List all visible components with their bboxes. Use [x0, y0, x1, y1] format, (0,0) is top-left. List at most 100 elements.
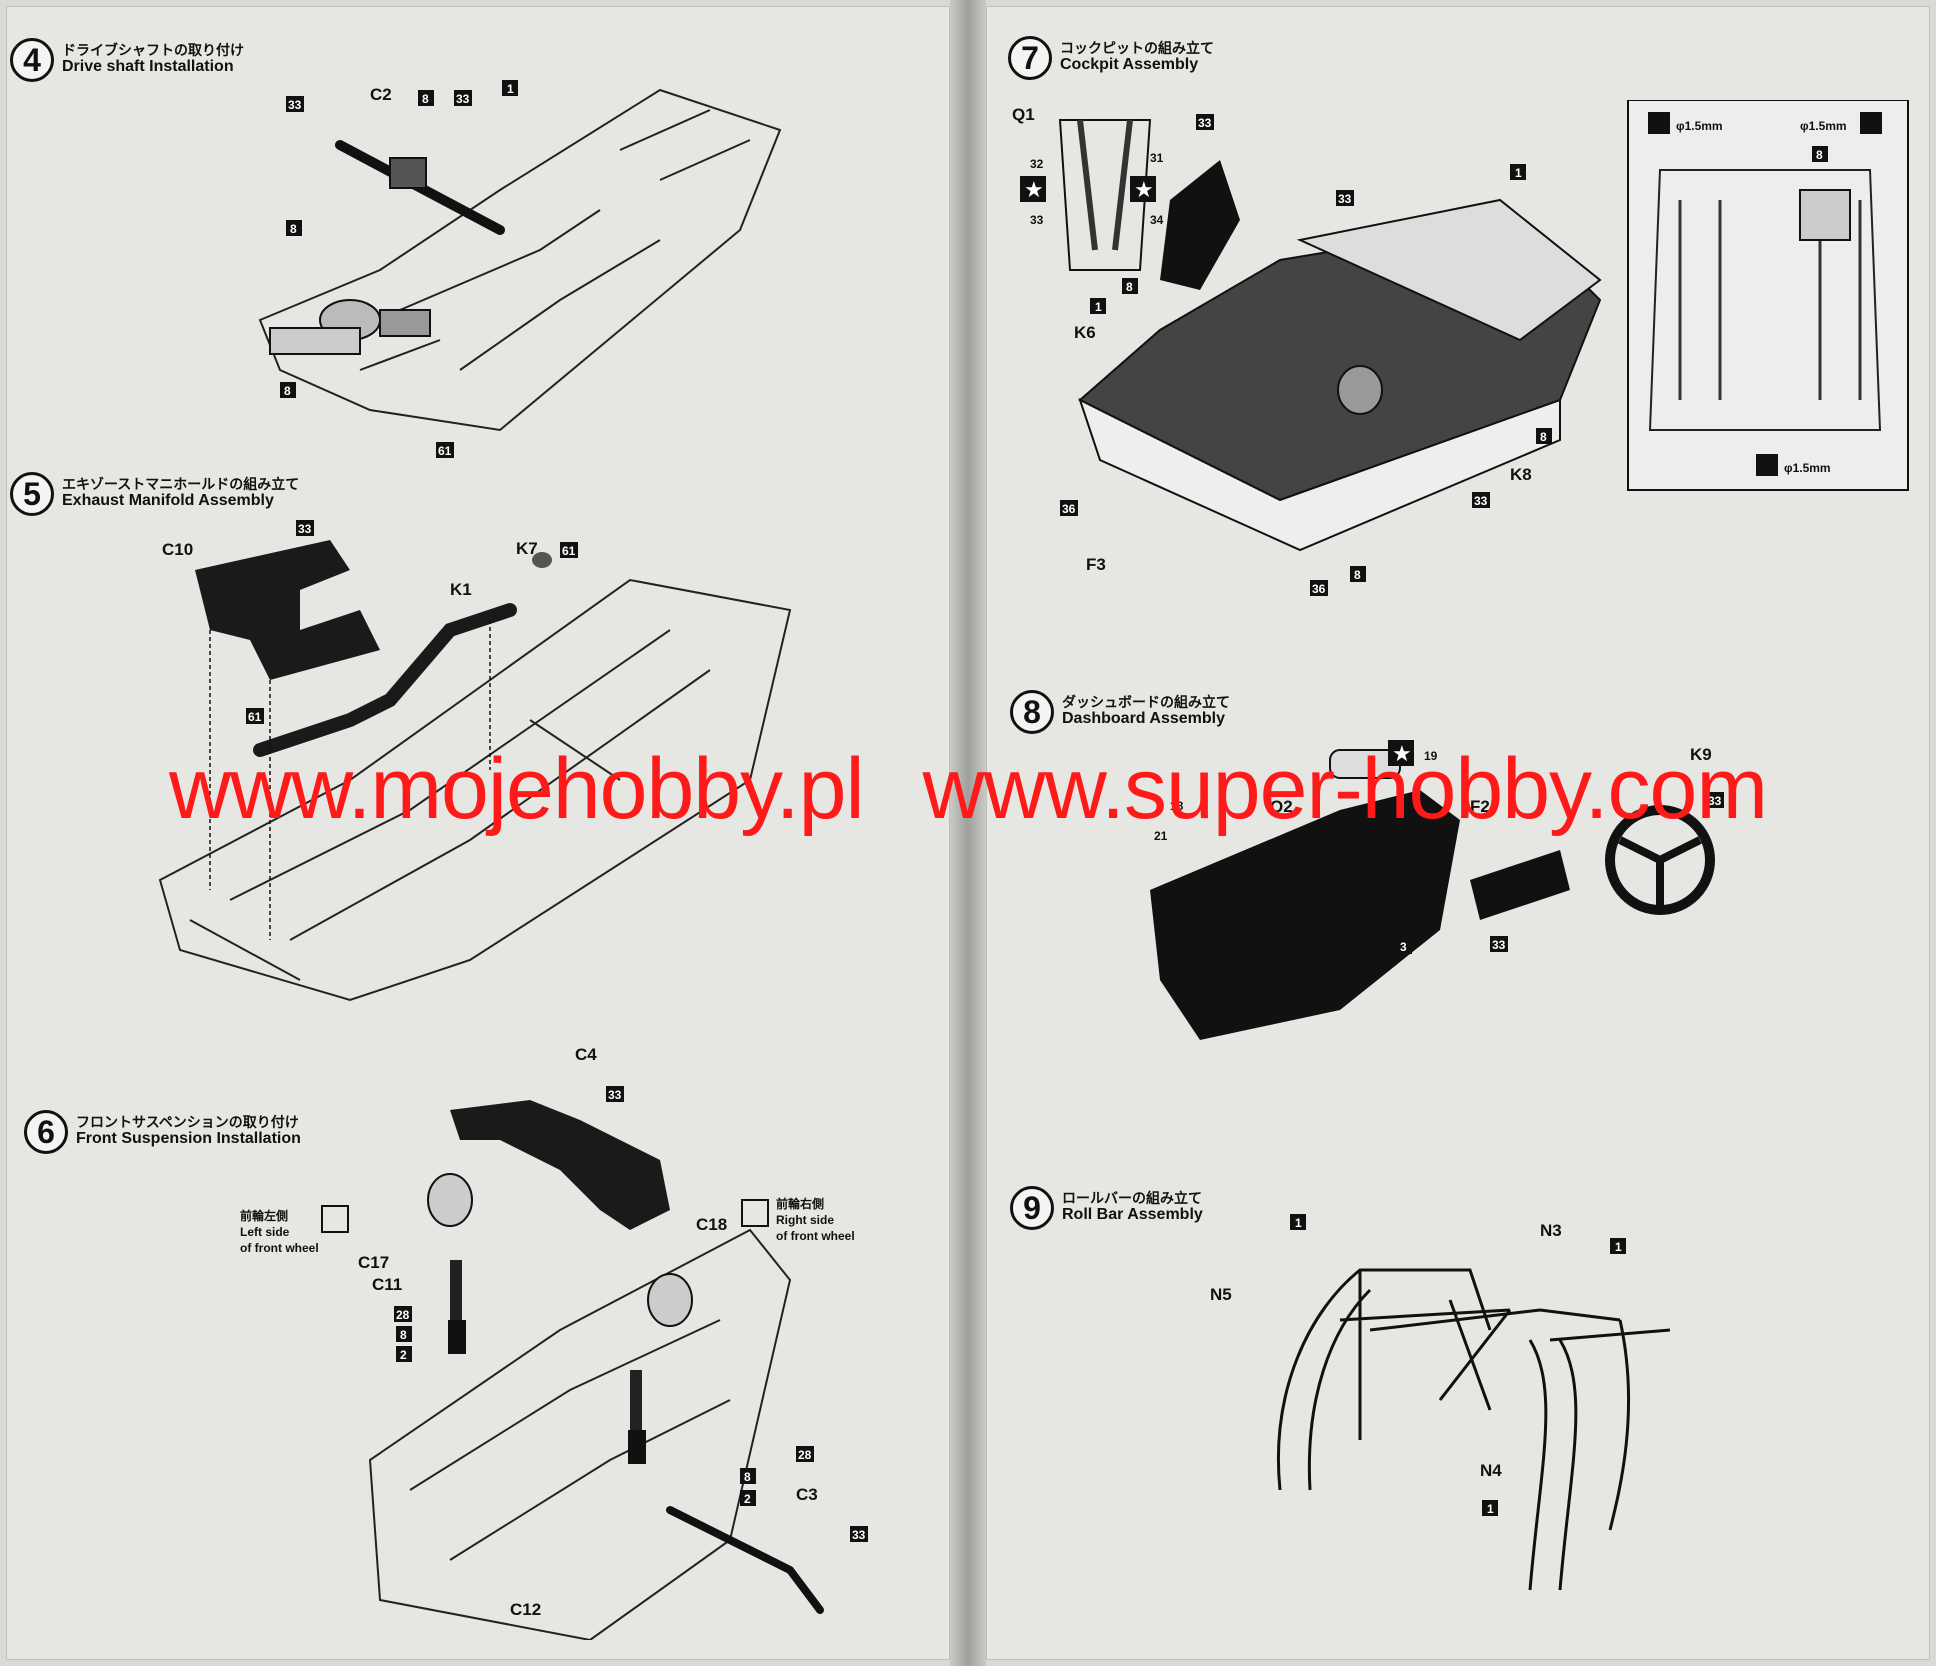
svg-text:8: 8	[1354, 568, 1361, 582]
code-8c: 8	[286, 220, 302, 236]
code-31: 31	[1150, 151, 1164, 165]
manifold-c10-part	[195, 540, 380, 680]
svg-text:61: 61	[438, 444, 452, 458]
code-33: 33	[1706, 792, 1724, 808]
crossmember-part	[269, 327, 361, 355]
drill-note-1: φ1.5mm	[1676, 119, 1723, 133]
label-c2: C2	[370, 85, 392, 104]
right-hub-part	[647, 1273, 693, 1327]
step-number: 9	[1010, 1186, 1054, 1230]
svg-text:8: 8	[290, 222, 297, 236]
seat-q1-part	[1160, 160, 1240, 290]
svg-text:33: 33	[852, 1528, 866, 1542]
label-c4: C4	[575, 1045, 597, 1064]
step-title-jp: エキゾーストマニホールドの組み立て	[62, 477, 300, 493]
code-8b: 8	[740, 1468, 756, 1484]
code-8: 8	[418, 90, 434, 106]
svg-text:8: 8	[400, 1328, 407, 1342]
code-61: 61	[560, 542, 578, 558]
code-36: 36	[1060, 500, 1078, 516]
step-title-en: Exhaust Manifold Assembly	[62, 492, 274, 509]
code-33b: 33	[1336, 190, 1354, 206]
code-8b: 8	[1536, 428, 1552, 444]
svg-text:of front wheel: of front wheel	[776, 1229, 855, 1243]
step-number: 4	[10, 38, 54, 82]
code-3: 3	[1396, 938, 1412, 954]
code-28b: 28	[796, 1446, 814, 1462]
left-wheel-note: 前輪左側 Left side of front wheel	[240, 1205, 349, 1255]
floor-pan-outline	[258, 88, 782, 432]
svg-text:1: 1	[1295, 1216, 1302, 1230]
left-strut-part	[448, 1260, 466, 1354]
code-1c: 1	[1482, 1500, 1498, 1516]
code-2b: 2	[740, 1490, 756, 1506]
svg-text:61: 61	[562, 544, 576, 558]
stabilizer-c3-part	[666, 1506, 824, 1614]
label-q1-detail: Q1	[1012, 105, 1035, 124]
label-n4: N4	[1480, 1461, 1502, 1480]
step-title-jp: ロールバーの組み立て	[1062, 1191, 1202, 1207]
step-number: 6	[24, 1110, 68, 1154]
svg-text:33: 33	[1708, 794, 1722, 808]
star-mark-icon	[1388, 740, 1414, 766]
svg-text:1: 1	[1515, 166, 1522, 180]
svg-text:36: 36	[1062, 502, 1076, 516]
step-title-jp: ドライブシャフトの取り付け	[62, 43, 244, 59]
step-title-en: Drive shaft Installation	[62, 58, 234, 75]
label-q2: Q2	[1270, 797, 1293, 816]
svg-text:前輪右側: 前輪右側	[776, 1196, 824, 1211]
step-8-drawing: ★ 19 18 21 Q2 F2 K9 33 33 3	[1150, 740, 1724, 1040]
svg-text:3: 3	[1400, 940, 1407, 954]
svg-text:8: 8	[1540, 430, 1547, 444]
svg-text:★: ★	[1024, 177, 1044, 202]
code-28: 28	[394, 1306, 412, 1322]
svg-text:1: 1	[507, 82, 514, 96]
code-34: 34	[1150, 213, 1164, 227]
label-f2: F2	[1470, 797, 1490, 816]
step-5-drawing: C10 K1 K7 33 61 61	[158, 520, 792, 1002]
code-33b: 33	[850, 1526, 868, 1542]
code-8d: 8	[280, 382, 296, 398]
label-n3: N3	[1540, 1221, 1562, 1240]
code-8c: 8	[1350, 566, 1366, 582]
label-c3: C3	[796, 1485, 818, 1504]
step-4-drawing: C2 33 8 33 1 8 8 61	[258, 80, 782, 458]
column-f2-part	[1470, 850, 1570, 920]
label-q1: Q1	[1200, 175, 1223, 194]
code-33c: 33	[1472, 492, 1490, 508]
seat-belt-detail: ★ ★ 32 31 33 34	[1020, 119, 1164, 271]
svg-text:1: 1	[1615, 1240, 1622, 1254]
code-33-circled: 33	[1030, 213, 1044, 227]
code-33b: 33	[454, 90, 472, 106]
crossmember-c4-part	[450, 1100, 670, 1230]
step-number: 5	[10, 472, 54, 516]
drill-note-2: φ1.5mm	[1800, 119, 1847, 133]
label-c18: C18	[696, 1215, 727, 1234]
code-36b: 36	[1310, 580, 1328, 596]
left-page	[6, 6, 950, 1660]
label-n5: N5	[1210, 1285, 1232, 1304]
fire-extinguisher-k8	[1337, 365, 1383, 415]
label-c10: C10	[162, 540, 193, 559]
watermark-text: www.mojehobby.pl www.super-hobby.com	[0, 740, 1936, 839]
code-1: 1	[502, 80, 518, 96]
svg-text:8: 8	[284, 384, 291, 398]
roll-bar-frame	[1277, 1268, 1671, 1591]
code-33: 33	[606, 1086, 624, 1102]
label-k1: K1	[450, 580, 472, 599]
label-k7: K7	[516, 539, 538, 558]
label-c12: C12	[510, 1600, 541, 1619]
svg-text:8: 8	[744, 1470, 751, 1484]
svg-text:61: 61	[248, 710, 262, 724]
step-title-jp: フロントサスペンションの取り付け	[76, 1115, 299, 1131]
right-wheel-note: 前輪右側 Right side of front wheel	[741, 1196, 855, 1243]
dashboard-q2-part	[1150, 790, 1460, 1040]
step-9-drawing: N3 N4 N5 1 1 1	[1210, 1214, 1671, 1591]
left-wheel-icon	[321, 1205, 349, 1233]
svg-text:28: 28	[396, 1308, 410, 1322]
svg-text:1: 1	[1487, 1502, 1494, 1516]
svg-text:33: 33	[1198, 116, 1212, 130]
step-number: 8	[1010, 690, 1054, 734]
step-title-jp: ダッシュボードの組み立て	[1062, 695, 1230, 711]
code-1: 1	[1290, 1214, 1306, 1230]
